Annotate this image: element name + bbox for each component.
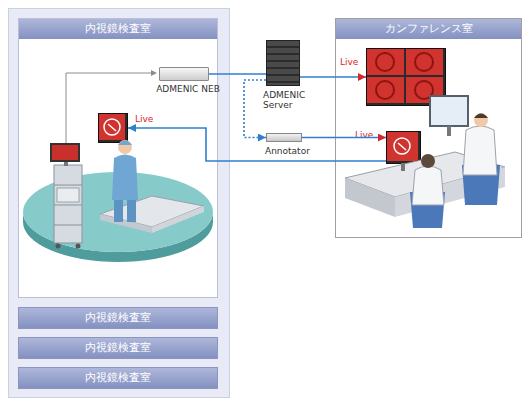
signal-connector: [128, 128, 386, 161]
signal-connector: [209, 73, 266, 75]
signal-connector: [300, 76, 366, 78]
device-label: ADMENIC Server: [263, 90, 313, 110]
live-monitor: Live: [386, 131, 421, 164]
live-monitor: Live: [98, 113, 128, 143]
live-monitor: Live: [366, 48, 446, 106]
live-label: Live: [135, 114, 165, 124]
room-panel: カンファレンス室LiveLive: [335, 18, 522, 238]
room-title: 内視鏡検査室: [19, 368, 217, 388]
signal-connector: [244, 80, 266, 138]
room-panel: 内視鏡検査室 ADMENIC NEB Live: [18, 18, 218, 298]
live-label: Live: [355, 130, 379, 140]
room-band: 内視鏡検査室: [18, 307, 218, 329]
room-band: 内視鏡検査室: [18, 337, 218, 359]
room-title: カンファレンス室: [336, 19, 521, 39]
room-title: 内視鏡検査室: [19, 19, 217, 39]
encoder-device: ADMENIC NEB: [159, 67, 209, 81]
annotator-device: Annotator: [266, 133, 302, 142]
signal-connector: [302, 137, 386, 139]
live-label: Live: [340, 57, 364, 67]
server-tower: ADMENIC Server: [266, 40, 300, 86]
room-title: 内視鏡検査室: [19, 338, 217, 358]
device-label: ADMENIC NEB: [152, 84, 224, 94]
room-title: 内視鏡検査室: [19, 308, 217, 328]
device-label: Annotator: [265, 146, 325, 156]
room-band: 内視鏡検査室: [18, 367, 218, 389]
